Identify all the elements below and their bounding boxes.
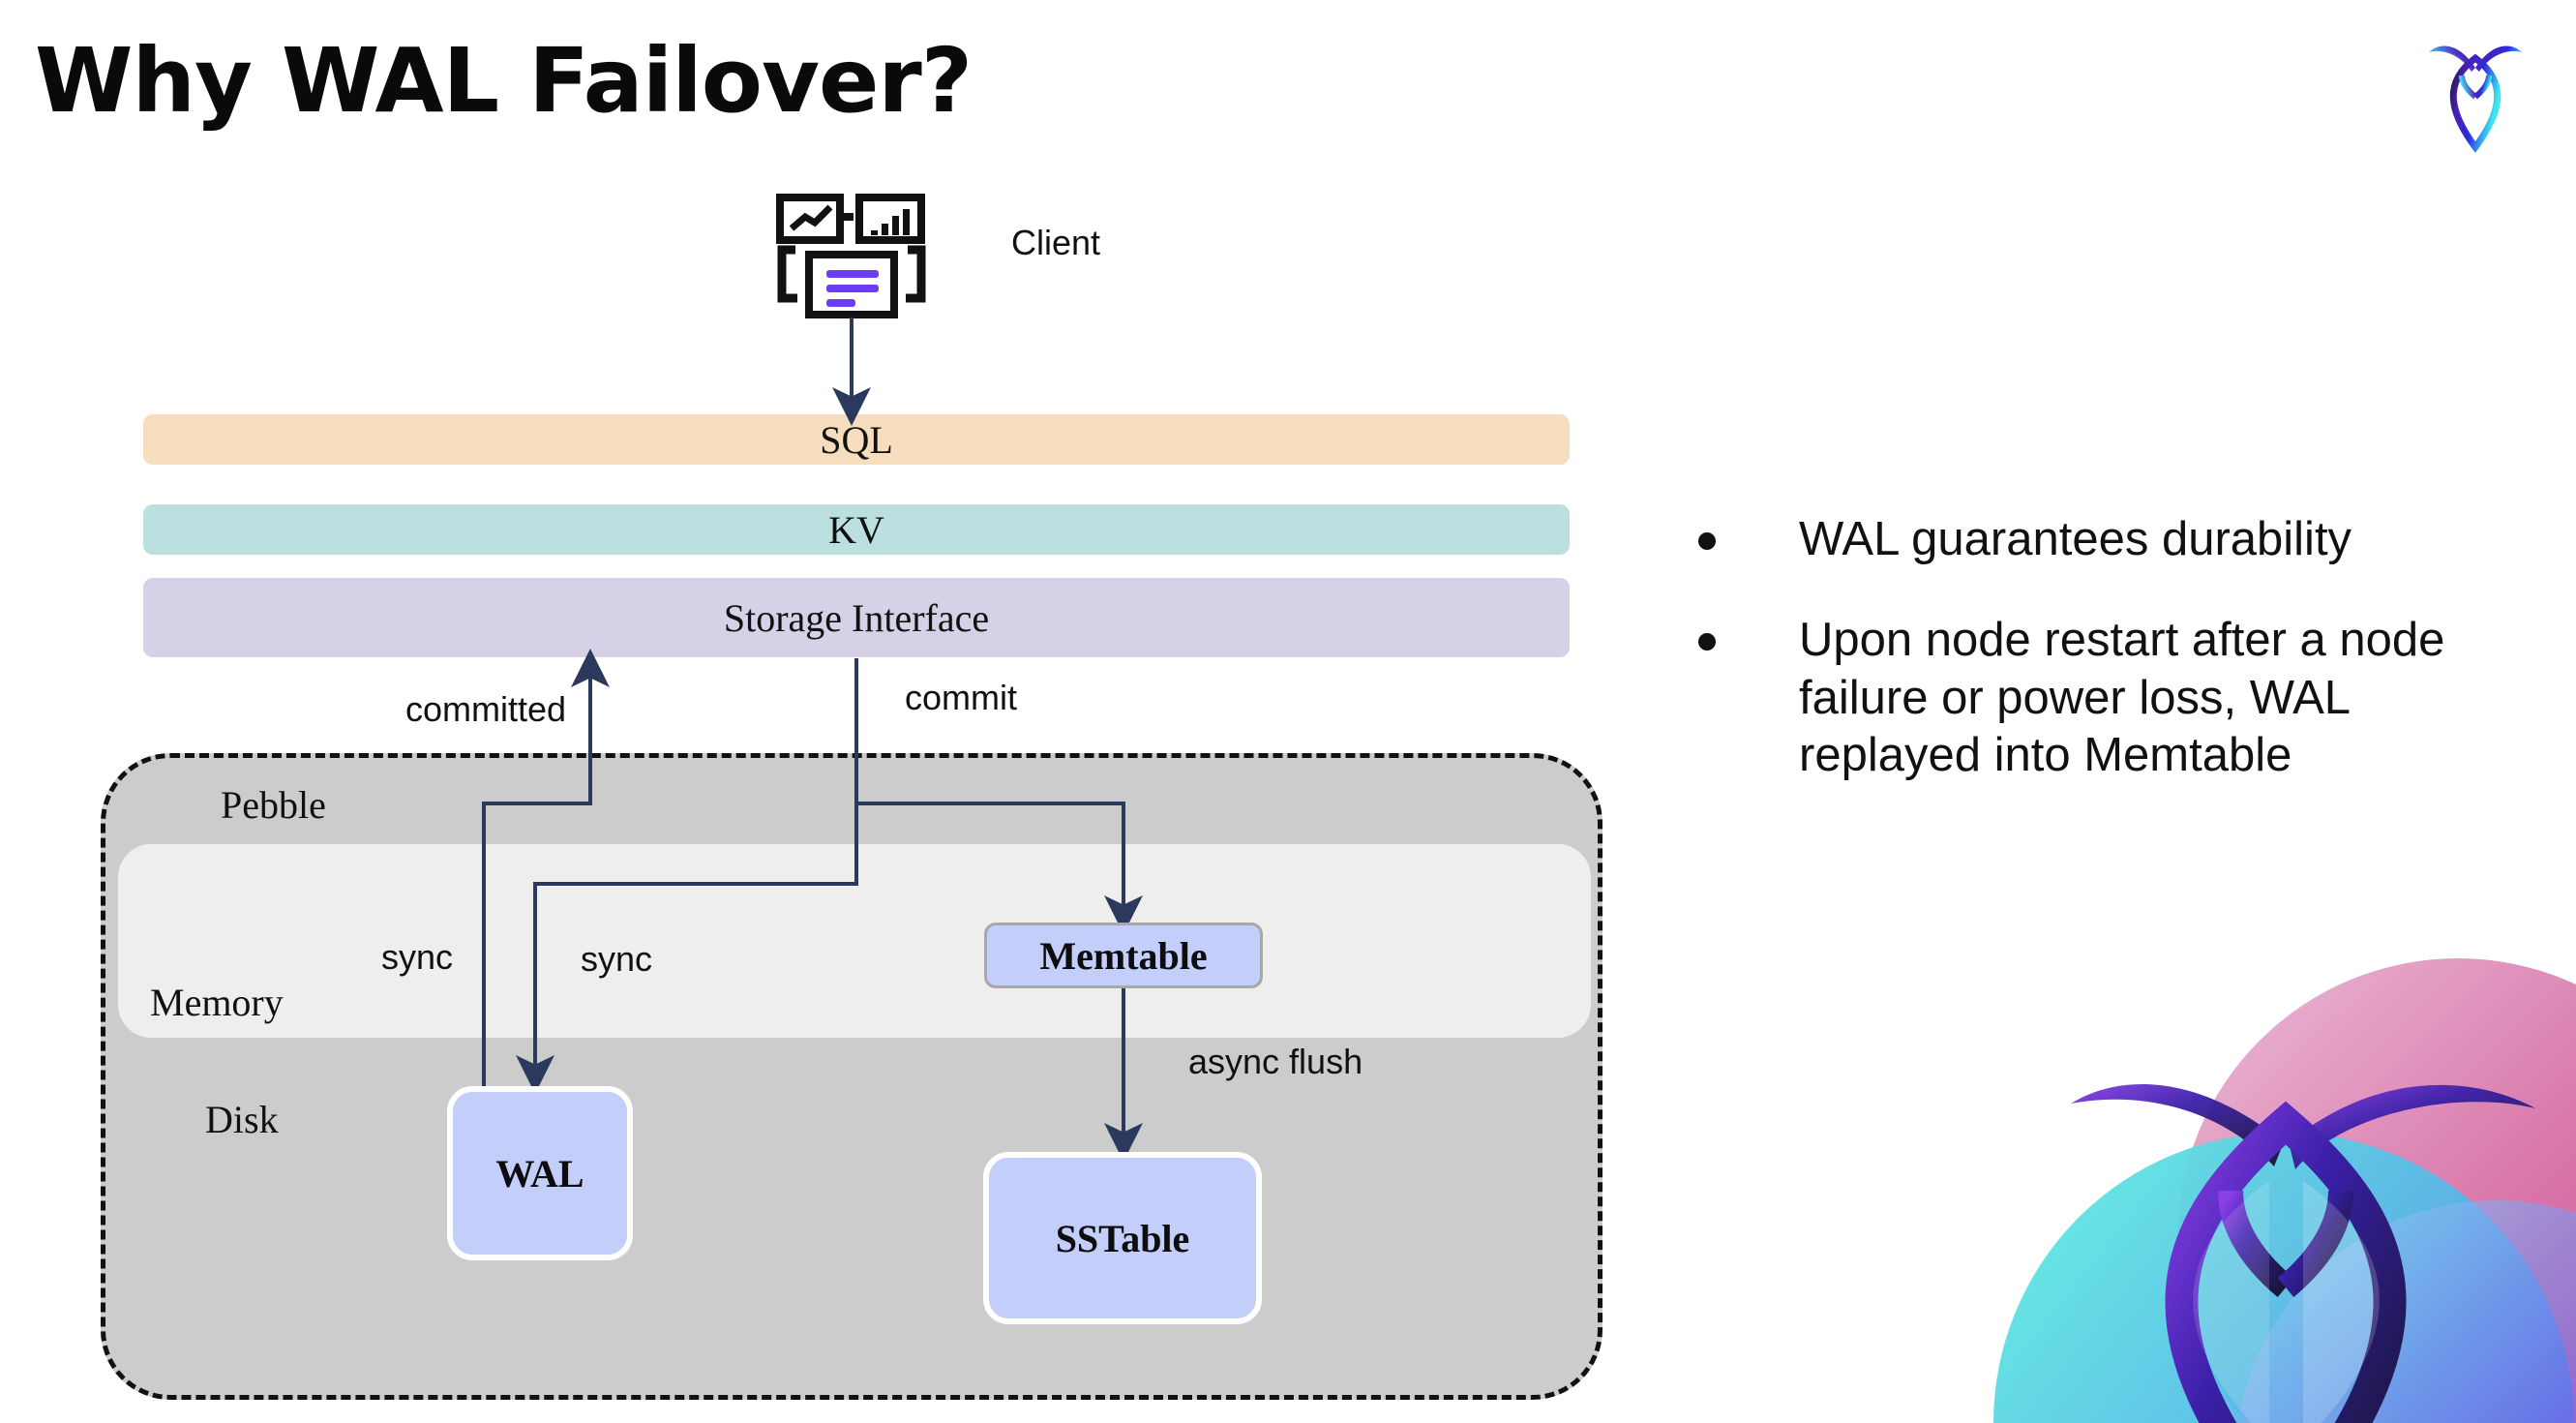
client-label: Client [1011,223,1101,262]
bullet-text: WAL guarantees durability [1799,513,2352,565]
cockroachdb-logo-icon [2429,45,2522,153]
pebble-label: Pebble [221,783,326,827]
node-wal-label: WAL [495,1151,584,1196]
list-item: WAL guarantees durability [1698,511,2531,569]
layer-bar-sql-label: SQL [820,417,893,462]
bullet-dot-icon [1698,632,1716,651]
layer-bar-sql: SQL [143,414,1570,465]
decorative-corner-graphic [1955,920,2576,1423]
node-sstable: SSTable [983,1152,1262,1324]
layer-bar-storage-label: Storage Interface [723,595,990,640]
decorative-circles-icon [1993,958,2576,1423]
bullet-dot-icon [1698,532,1716,550]
memory-label: Memory [150,981,284,1024]
node-wal: WAL [447,1086,633,1260]
layer-bar-storage-interface: Storage Interface [143,578,1570,657]
layer-bar-kv-label: KV [828,507,884,552]
edge-label-sync-2: sync [581,939,653,979]
edge-label-commit: commit [905,678,1017,717]
disk-label: Disk [205,1098,279,1141]
layer-bar-kv: KV [143,504,1570,555]
node-memtable: Memtable [984,923,1263,988]
node-memtable-label: Memtable [1039,933,1208,978]
page-title: Why WAL Failover? [35,29,973,133]
edge-label-async-flush: async flush [1188,1042,1363,1081]
memory-container [118,844,1591,1038]
cockroachdb-logo [2417,33,2533,159]
client-icon-glyph [776,194,926,318]
bullet-list: WAL guarantees durability Upon node rest… [1698,511,2531,828]
list-item: Upon node restart after a node failure o… [1698,612,2531,785]
edge-label-committed: committed [405,689,567,729]
edge-label-sync-1: sync [381,937,454,977]
node-sstable-label: SSTable [1055,1216,1190,1260]
bullet-text: Upon node restart after a node failure o… [1799,613,2445,782]
client-terminal-icon [774,194,929,319]
